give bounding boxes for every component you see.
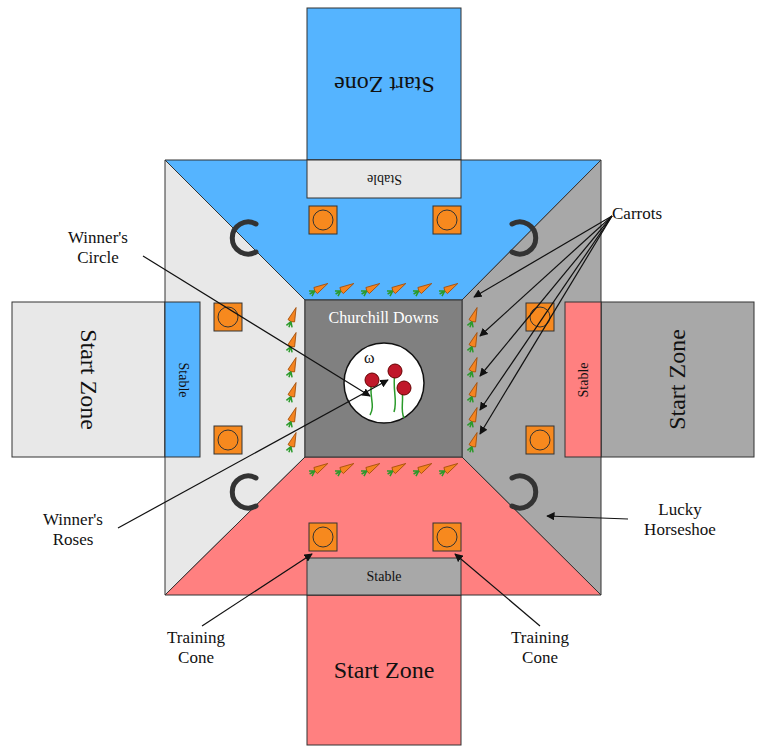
stable: Stable — [307, 558, 461, 595]
stable — [565, 302, 601, 457]
field-quadrant — [165, 457, 601, 595]
center-field: Churchill Downs — [305, 300, 462, 457]
winners-roses — [365, 364, 411, 418]
callout-label: Training Cone — [494, 628, 586, 667]
zone-label: Start Zone — [664, 329, 691, 430]
zone-label: Stable — [575, 362, 591, 397]
callout-label: Carrots — [612, 204, 662, 224]
start-zone: Start Zone — [307, 8, 461, 160]
start-zone: Start Zone — [307, 595, 461, 745]
zone-label: Start Zone — [334, 71, 435, 98]
stable — [307, 558, 461, 595]
leader-lines — [118, 216, 628, 626]
zone-label: Start Zone — [334, 657, 435, 684]
center-square — [305, 300, 462, 457]
lucky-horseshoes — [232, 222, 535, 508]
stable: Stable — [165, 302, 200, 457]
winners-circle — [344, 343, 424, 423]
callout-label: Training Cone — [150, 628, 242, 667]
zone-label: Stable — [175, 362, 191, 397]
callout-label: Lucky Horseshoe — [630, 500, 730, 539]
training-cones — [214, 206, 554, 551]
start-zone — [307, 8, 461, 160]
callout-label: Winner's Roses — [30, 510, 116, 549]
stable — [165, 302, 200, 457]
callout-label: Winner's Circle — [55, 228, 141, 267]
carrots — [286, 280, 481, 477]
zone-label: Start Zone — [75, 329, 102, 430]
start-zone — [307, 595, 461, 745]
zone-label: Stable — [367, 569, 402, 585]
zone-label: Stable — [367, 171, 402, 187]
start-zone: Start Zone — [601, 302, 754, 457]
stable — [307, 160, 461, 198]
start-zone — [12, 302, 165, 457]
start-zone: Start Zone — [12, 302, 165, 457]
stable: Stable — [307, 160, 461, 198]
start-zone — [601, 302, 754, 457]
stable: Stable — [565, 302, 601, 457]
symbol-label: ω — [364, 349, 375, 367]
zone-label: Churchill Downs — [329, 309, 439, 327]
